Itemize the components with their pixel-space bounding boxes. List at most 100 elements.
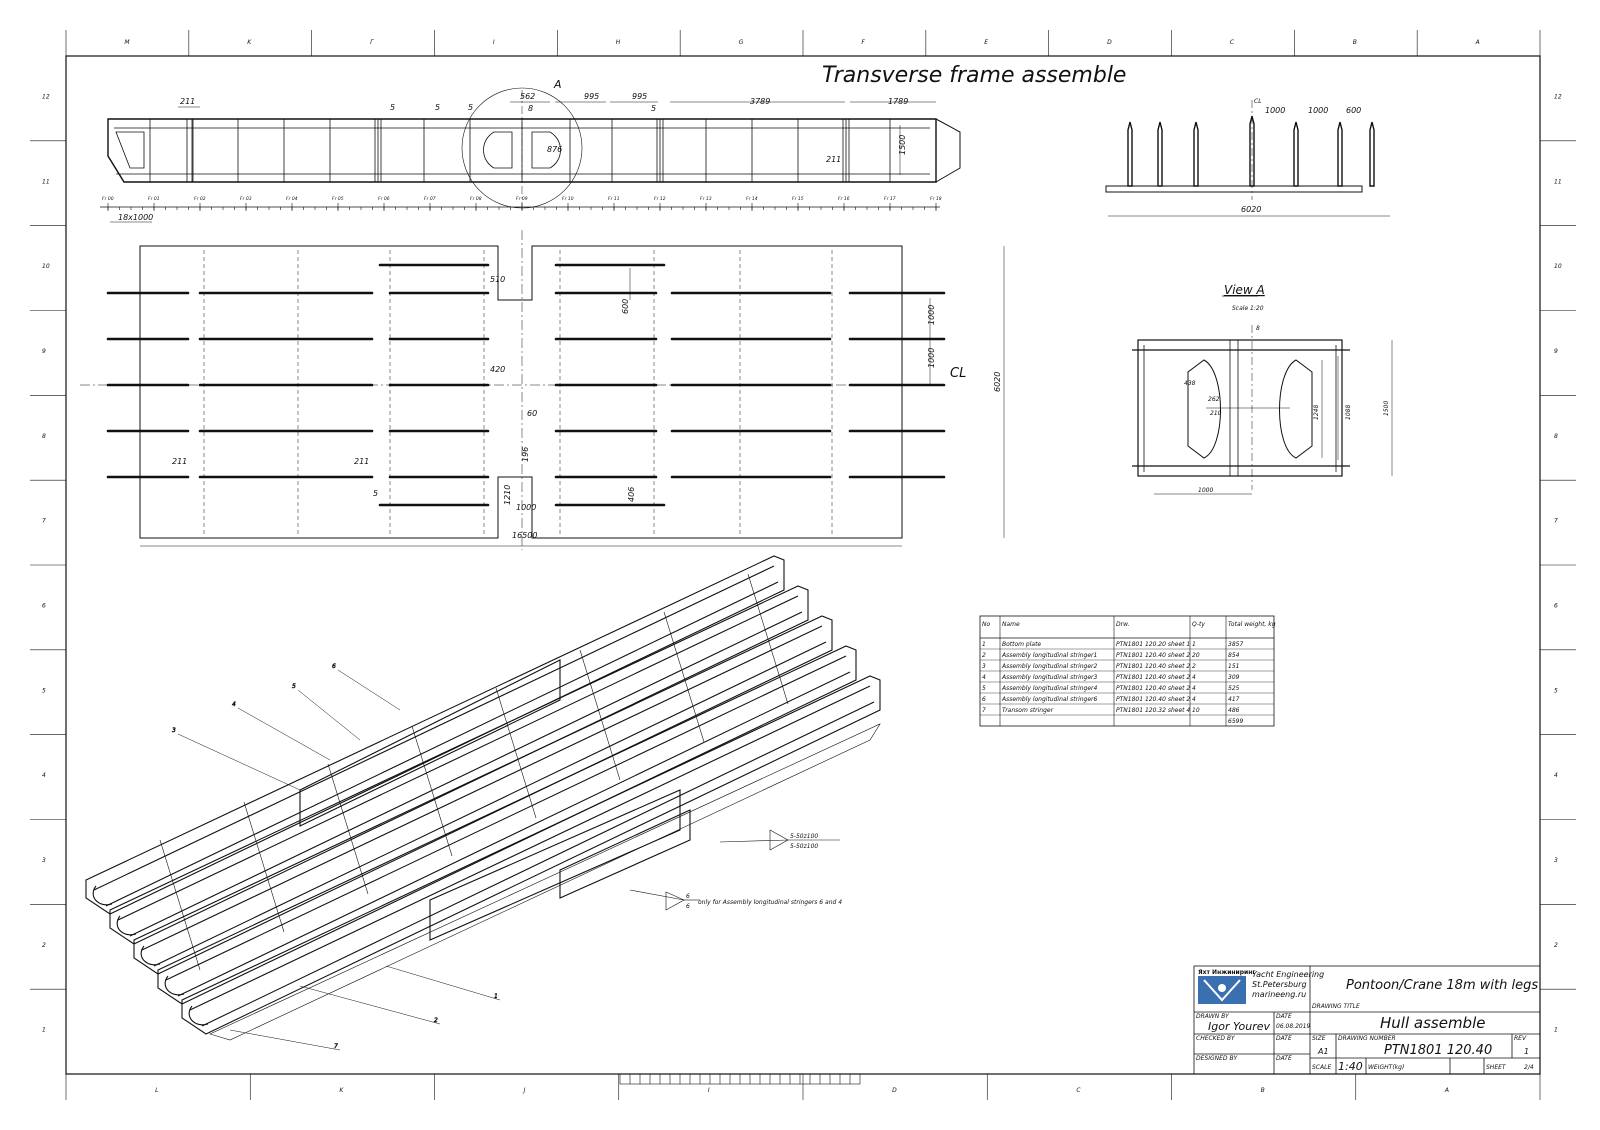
bom-cell: Bottom plate: [1002, 641, 1041, 648]
plan-dim-1000c: 1000: [516, 503, 536, 512]
checked-date-label: DATE: [1276, 1035, 1292, 1042]
bom-cell: Assembly longitudinal stringer4: [1001, 685, 1098, 692]
bom-cell: PTN1801 120.20 sheet 1: [1116, 641, 1190, 648]
company-logo-text: Яхт Инжиниринг: [1198, 969, 1256, 976]
drawing-title-label: DRAWING TITLE: [1312, 1003, 1360, 1010]
border-left-label: 3: [42, 857, 46, 864]
view-a-title: View A: [1224, 283, 1265, 297]
sheet-label: SHEET: [1486, 1064, 1507, 1071]
border-bottom-label: B: [1261, 1087, 1265, 1094]
frame-label: Fr 15: [792, 196, 804, 202]
drawing-title-value: Hull assemble: [1380, 1014, 1485, 1032]
callout-7: 7: [334, 1043, 338, 1050]
border-bottom-label: I: [708, 1087, 710, 1094]
bom-cell: 6599: [1228, 718, 1243, 725]
bom-cell: 5: [982, 685, 986, 692]
weld-note-2: 5-50z100: [790, 843, 818, 850]
plan-cl-label: CL: [950, 366, 966, 381]
plan-dim-16500: 16500: [512, 531, 537, 540]
callout-1: 1: [494, 993, 498, 1000]
view-a-dim-438: 438: [1184, 380, 1196, 387]
date-label: DATE: [1276, 1013, 1292, 1020]
top-elevation-view: [100, 87, 961, 223]
border-right-label: 2: [1554, 942, 1558, 949]
bom-cell: PTN1801 120.40 sheet 2: [1116, 652, 1190, 659]
size-value: A1: [1317, 1047, 1329, 1056]
drawing-border: [65, 30, 1541, 1100]
view-a-detail: [1132, 295, 1393, 495]
bom-cell: PTN1801 120.32 sheet 4: [1116, 707, 1190, 714]
frame-label: Fr 11: [608, 196, 620, 202]
section-dim-6020: 6020: [1241, 205, 1261, 214]
bom-cell: 4: [1192, 685, 1196, 692]
date-value: 06.08.2019: [1276, 1023, 1311, 1030]
border-left-label: 4: [42, 772, 46, 779]
border-left-label: 5: [42, 687, 46, 694]
bom-cell: Transom stringer: [1002, 707, 1054, 714]
dim-995b: 995: [632, 92, 647, 101]
weld-value-b: 6: [686, 903, 690, 910]
frame-label: Fr 14: [746, 196, 758, 202]
callout-2: 2: [434, 1017, 438, 1024]
dim-5a: 5: [390, 103, 395, 112]
isometric-assembly-view: [85, 555, 881, 1041]
frame-label: Fr 05: [332, 196, 344, 202]
border-top-label: E: [984, 39, 988, 46]
border-bottom-label: C: [1076, 1087, 1081, 1094]
plan-dim-211b: 211: [354, 457, 369, 466]
company-name: Yacht Engineering: [1252, 970, 1324, 979]
view-a-dim-1500: 1500: [1383, 401, 1390, 416]
bom-header-cell: Total weight, kg: [1228, 621, 1276, 628]
border-top-label: H: [616, 39, 621, 46]
plan-dim-1000a: 1000: [927, 305, 936, 325]
view-a-dim-1248: 1248: [1313, 405, 1320, 420]
bom-cell: 151: [1228, 663, 1239, 670]
bom-cell: 3: [982, 663, 986, 670]
bom-cell: 20: [1192, 652, 1200, 659]
dim-5b: 5: [435, 103, 440, 112]
callout-4: 4: [232, 701, 236, 708]
border-top-label: C: [1230, 39, 1235, 46]
bom-header-cell: No: [982, 621, 990, 628]
border-top-label: M: [124, 39, 130, 46]
frame-label: Fr 03: [240, 196, 252, 202]
callout-6: 6: [332, 663, 336, 670]
bom-cell: 1: [982, 641, 986, 648]
frame-label: Fr 12: [654, 196, 666, 202]
callout-5: 5: [292, 683, 296, 690]
title-block: [1193, 965, 1541, 1075]
border-left-label: 8: [42, 433, 46, 440]
drawing-title: Transverse frame assemble: [822, 63, 1126, 88]
weld-value-a: 6: [686, 893, 690, 900]
bom-cell: 4: [1192, 674, 1196, 681]
border-right-label: 7: [1554, 518, 1558, 525]
part-callouts: 1 2 3 4 5 6 7: [172, 663, 501, 1050]
border-right-label: 10: [1554, 263, 1562, 270]
dim-8-top: 8: [528, 104, 533, 113]
border-bottom-label: L: [155, 1087, 158, 1094]
border-right-label: 4: [1554, 772, 1558, 779]
border-right-label: 8: [1554, 433, 1558, 440]
bom-cell: 2: [982, 652, 986, 659]
frame-label: Fr 18: [930, 196, 942, 202]
section-dim-1000b: 1000: [1308, 106, 1328, 115]
frame-label: Fr 13: [700, 196, 712, 202]
plan-dim-1000b: 1000: [927, 348, 936, 368]
border-top-label: G: [739, 39, 744, 46]
border-top-label: B: [1353, 39, 1357, 46]
bom-cell: PTN1801 120.40 sheet 2: [1116, 663, 1190, 670]
frame-label: Fr 07: [424, 196, 436, 202]
drawn-by-value: Igor Yourev: [1208, 1020, 1270, 1033]
bom-cell: PTN1801 120.40 sheet 2: [1116, 685, 1190, 692]
dim-876: 876: [547, 145, 562, 154]
plan-dim-60: 60: [527, 409, 537, 418]
bom-cell: PTN1801 120.40 sheet 2: [1116, 674, 1190, 681]
bom-cell: 417: [1228, 696, 1240, 703]
callout-3: 3: [172, 727, 176, 734]
border-left-label: 2: [42, 942, 46, 949]
bottom-scale-ruler: [619, 1073, 861, 1085]
bom-cell: 3857: [1228, 641, 1243, 648]
plan-dim-406: 406: [627, 487, 636, 502]
